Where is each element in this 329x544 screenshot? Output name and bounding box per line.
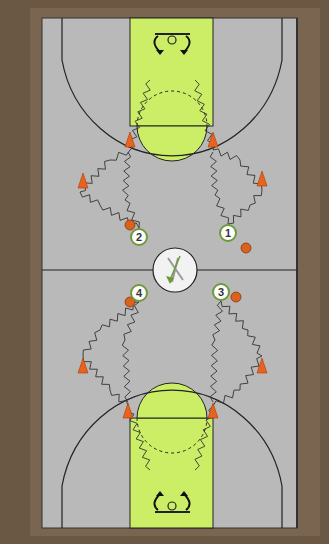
dribble-path bbox=[80, 80, 150, 228]
player-circle: 3 bbox=[212, 283, 230, 301]
dribble-path bbox=[83, 302, 150, 470]
player-number: 4 bbox=[136, 288, 142, 299]
dribble-path bbox=[122, 302, 139, 402]
dribble-path bbox=[210, 301, 222, 402]
dribble-path bbox=[123, 152, 140, 228]
player-circle: 2 bbox=[130, 228, 148, 246]
dribble-path bbox=[210, 152, 228, 224]
player-number: 1 bbox=[225, 228, 231, 239]
dribble-path bbox=[195, 80, 262, 224]
player-number: 2 bbox=[136, 232, 142, 243]
player-circle: 4 bbox=[130, 284, 148, 302]
dribble-path bbox=[195, 301, 262, 470]
player-number: 3 bbox=[218, 287, 224, 298]
player-circle: 1 bbox=[219, 224, 237, 242]
